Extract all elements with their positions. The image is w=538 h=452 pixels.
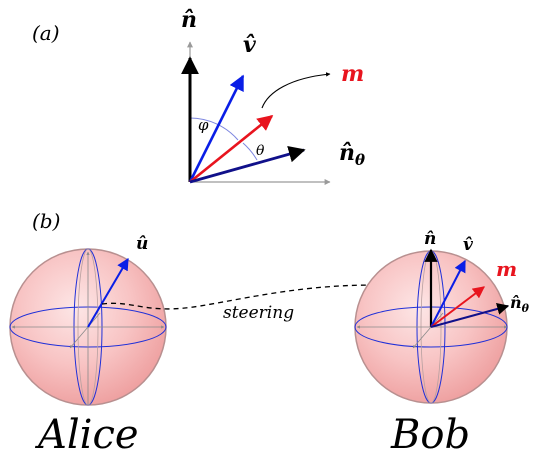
bob-label-ntheta: n̂θ — [510, 293, 530, 315]
bob-label-m: m — [496, 257, 517, 281]
panel-a: (a) n̂ v̂ m n̂θ φ θ — [32, 7, 365, 185]
a-label-theta: θ — [256, 143, 265, 159]
bob-vector-m — [430, 286, 485, 328]
panel-b-label: (b) — [32, 209, 60, 233]
a-label-ntheta-base: n̂ — [339, 140, 355, 166]
steering-arrow — [101, 284, 431, 310]
bob-sphere: n̂ v̂ m n̂θ — [354, 229, 530, 404]
bob-vector-ntheta — [430, 303, 510, 328]
alice-y-axis — [69, 312, 101, 349]
a-label-ntheta-sub: θ — [355, 151, 365, 169]
bob-vector-v — [430, 259, 466, 328]
bob-y-axis — [412, 312, 444, 349]
a-vector-ntheta — [189, 145, 306, 184]
bob-label-ntheta-sub: θ — [522, 302, 530, 315]
a-vector-m — [189, 114, 274, 184]
a-label-v: v̂ — [243, 32, 256, 58]
alice-sphere: û — [9, 234, 167, 406]
bob-label-v: v̂ — [463, 235, 474, 255]
alice-label-u: û — [136, 234, 148, 254]
a-pointer-arrow — [261, 72, 331, 109]
alice-vector-u — [87, 257, 129, 328]
bob-label-ntheta-base: n̂ — [510, 293, 522, 312]
a-label-phi: φ — [198, 116, 209, 134]
a-vector-v — [188, 74, 245, 183]
phi-arc — [189, 117, 239, 141]
bob-name: Bob — [390, 412, 470, 452]
panel-b: (b) û steering — [9, 209, 530, 452]
bob-label-n: n̂ — [424, 229, 436, 249]
steering-label: steering — [223, 303, 294, 323]
a-label-ntheta: n̂θ — [339, 140, 365, 169]
theta-arc — [242, 142, 258, 161]
alice-name: Alice — [34, 412, 139, 452]
panel-a-label: (a) — [32, 21, 60, 45]
a-label-n: n̂ — [181, 7, 197, 33]
a-label-m: m — [341, 61, 364, 87]
